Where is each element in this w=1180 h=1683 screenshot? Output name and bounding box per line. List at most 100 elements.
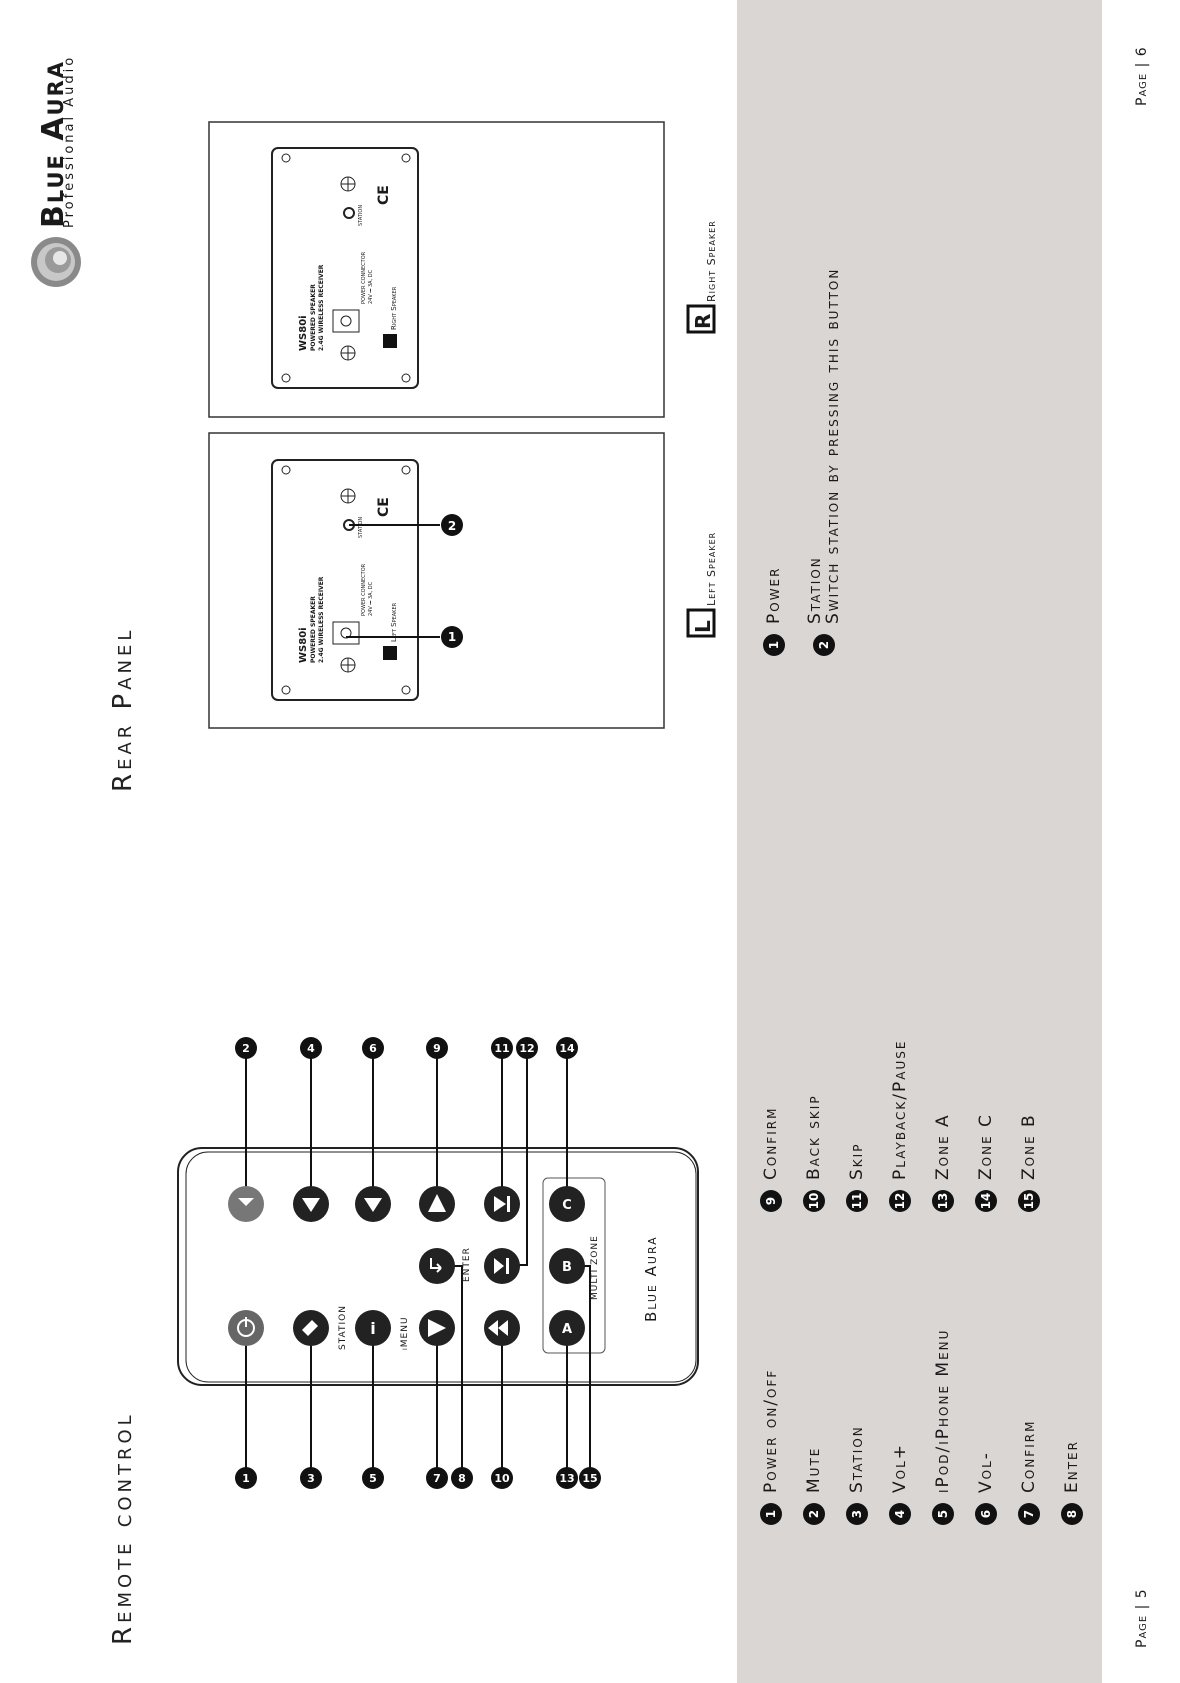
svg-text:A: A xyxy=(562,1322,572,1337)
rear-legend-item-1: 1 Power xyxy=(763,567,785,656)
remote-legend-right-item-10: 10 Back skip xyxy=(803,1094,825,1212)
svg-text:C: C xyxy=(562,1198,572,1213)
remote-legend-right-item-12: 12 Playback/Pause xyxy=(889,1040,911,1212)
remote-button-playback-pause[interactable] xyxy=(484,1248,520,1284)
callout-10: 10 xyxy=(494,1472,510,1485)
remote-legend-right-item-14: 14 Zone C xyxy=(975,1113,997,1212)
remote-button-vol-plus[interactable] xyxy=(293,1186,329,1222)
remote-legend-left-item-8: 8 Enter xyxy=(1061,1440,1083,1525)
left-model: WS80i xyxy=(298,627,309,663)
rear-legend-number-badge: 1 xyxy=(763,634,785,656)
remote-legend-right-number-badge: 9 xyxy=(760,1190,782,1212)
remote-legend-left-label: iPod/iPhone Menu xyxy=(933,1328,953,1493)
remote-button-confirm-left[interactable] xyxy=(419,1310,455,1346)
remote-legend-left-label: Power on/off xyxy=(761,1368,781,1493)
remote-legend-left-label: Enter xyxy=(1062,1440,1082,1493)
remote-legend-left-number-badge: 7 xyxy=(1018,1503,1040,1525)
callout-15: 15 xyxy=(582,1472,597,1485)
left-speaker-caption: Left Speaker xyxy=(705,531,718,606)
gray-band xyxy=(737,0,1102,1683)
remote-legend-right-label: Confirm xyxy=(761,1106,781,1180)
right-desc2: 2.4G WIRELESS RECEIVER xyxy=(318,264,325,351)
remote-legend-right-label: Zone A xyxy=(933,1113,953,1180)
callout-9: 9 xyxy=(433,1042,441,1055)
rear-legend-detail: Switch station by pressing this button xyxy=(823,267,843,624)
remote-legend-left-number-badge: 2 xyxy=(803,1503,825,1525)
remote-legend-right-label: Back skip xyxy=(804,1094,824,1180)
right-panel-caption: Right Speaker xyxy=(390,286,398,330)
left-desc1: POWERED SPEAKER xyxy=(310,596,317,663)
right-ce-mark: CE xyxy=(376,185,392,205)
remote-legend-right-label: Zone C xyxy=(976,1113,996,1180)
callout-13: 13 xyxy=(559,1472,574,1485)
callout-7: 7 xyxy=(433,1472,441,1485)
remote-legend-left-label: Confirm xyxy=(1019,1419,1039,1493)
callout-12: 12 xyxy=(519,1042,534,1055)
callout-11: 11 xyxy=(494,1042,509,1055)
remote-legend-right-number-badge: 13 xyxy=(932,1190,954,1212)
remote-legend-left-label: Vol- xyxy=(976,1451,996,1493)
info-icon: i xyxy=(370,1319,375,1338)
remote-button-zone-b[interactable]: B xyxy=(549,1248,585,1284)
remote-button-skip[interactable] xyxy=(484,1186,520,1222)
rear-legend-number-badge: 2 xyxy=(813,634,835,656)
remote-button-station[interactable] xyxy=(293,1310,329,1346)
remote-legend-right-number-badge: 11 xyxy=(846,1190,868,1212)
remote-legend-left-label: Station xyxy=(847,1425,867,1493)
remote-legend-left-item-6: 6 Vol- xyxy=(975,1451,997,1525)
right-badge-letter: R xyxy=(691,313,715,329)
remote-button-zone-a[interactable]: A xyxy=(549,1310,585,1346)
remote-button-zone-c[interactable]: C xyxy=(549,1186,585,1222)
remote-legend-left-item-5: 5 iPod/iPhone Menu xyxy=(932,1329,954,1525)
rear-callout-2: 2 xyxy=(448,519,456,533)
remote-legend-right-item-11: 11 Skip xyxy=(846,1143,868,1212)
callout-8: 8 xyxy=(458,1472,466,1485)
svg-text:B: B xyxy=(562,1260,572,1275)
remote-legend-left-number-badge: 3 xyxy=(846,1503,868,1525)
callout-14: 14 xyxy=(559,1042,575,1055)
left-ce-mark: CE xyxy=(376,497,392,517)
remote-legend-right-item-13: 13 Zone A xyxy=(932,1113,954,1212)
left-station-label: STATION xyxy=(358,516,364,538)
remote-button-power[interactable] xyxy=(228,1310,264,1346)
remote-legend-left-label: Mute xyxy=(804,1446,824,1493)
right-rating: 24V ⎓ 3A, DC xyxy=(368,269,374,304)
remote-button-enter[interactable] xyxy=(419,1248,455,1284)
remote-legend-left-item-7: 7 Confirm xyxy=(1018,1420,1040,1525)
remote-legend-right-label: Playback/Pause xyxy=(890,1039,910,1180)
remote-legend-left-number-badge: 8 xyxy=(1061,1503,1083,1525)
remote-button-imenu[interactable]: i xyxy=(355,1310,391,1346)
left-rating: 24V ⎓ 3A, DC xyxy=(368,581,374,616)
remote-button-vol-minus[interactable] xyxy=(355,1186,391,1222)
remote-legend-left-number-badge: 6 xyxy=(975,1503,997,1525)
callout-6: 6 xyxy=(369,1042,377,1055)
remote-legend-right-label: Skip xyxy=(847,1142,867,1180)
remote-legend-right-item-9: 9 Confirm xyxy=(760,1107,782,1212)
left-desc2: 2.4G WIRELESS RECEIVER xyxy=(318,576,325,663)
remote-legend-right-number-badge: 14 xyxy=(975,1190,997,1212)
remote-legend-left-label: Vol+ xyxy=(890,1442,910,1493)
callout-3: 3 xyxy=(307,1472,315,1485)
right-station-label: STATION xyxy=(358,204,364,226)
rear-callout-1: 1 xyxy=(448,630,456,644)
right-desc1: POWERED SPEAKER xyxy=(310,284,317,351)
left-power-label: POWER CONNECTOR xyxy=(361,563,367,616)
remote-legend-right-number-badge: 10 xyxy=(803,1190,825,1212)
callout-5: 5 xyxy=(369,1472,377,1485)
rear-legend-label: Power xyxy=(764,566,784,624)
callout-2: 2 xyxy=(242,1042,250,1055)
remote-button-mute[interactable] xyxy=(228,1186,264,1222)
remote-legend-right-number-badge: 12 xyxy=(889,1190,911,1212)
callout-4: 4 xyxy=(307,1042,315,1055)
rear-legend-label: Station xyxy=(805,556,825,624)
remote-button-confirm-right[interactable] xyxy=(419,1186,455,1222)
remote-button-back-skip[interactable] xyxy=(484,1310,520,1346)
left-badge-letter: L xyxy=(691,620,715,633)
remote-legend-left-number-badge: 5 xyxy=(932,1503,954,1525)
left-panel-caption: Left Speaker xyxy=(390,602,398,642)
right-model: WS80i xyxy=(298,315,309,351)
